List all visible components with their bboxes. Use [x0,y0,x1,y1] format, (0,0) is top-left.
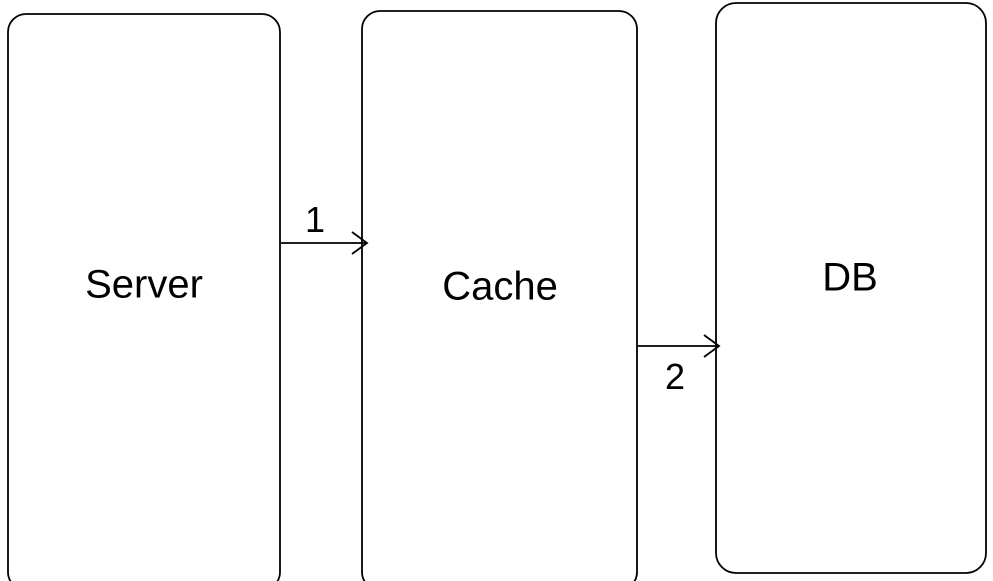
node-db[interactable]: DB [715,2,987,574]
edge-1-arrowhead-icon [351,231,369,255]
node-server-label: Server [85,263,203,307]
edge-cache-to-db[interactable]: 2 [637,334,721,397]
edge-server-to-cache[interactable]: 1 [281,199,369,255]
node-db-shape[interactable] [715,2,987,574]
node-server-shape[interactable] [7,13,281,581]
node-cache[interactable]: Cache [361,10,638,581]
node-db-label: DB [822,256,878,300]
node-cache-shape[interactable] [361,10,638,581]
node-cache-label: Cache [442,265,558,309]
edge-2-arrowhead-icon [703,334,721,358]
edge-2-label: 2 [665,356,685,397]
edge-1-label: 1 [305,199,325,240]
node-server[interactable]: Server [7,13,281,581]
